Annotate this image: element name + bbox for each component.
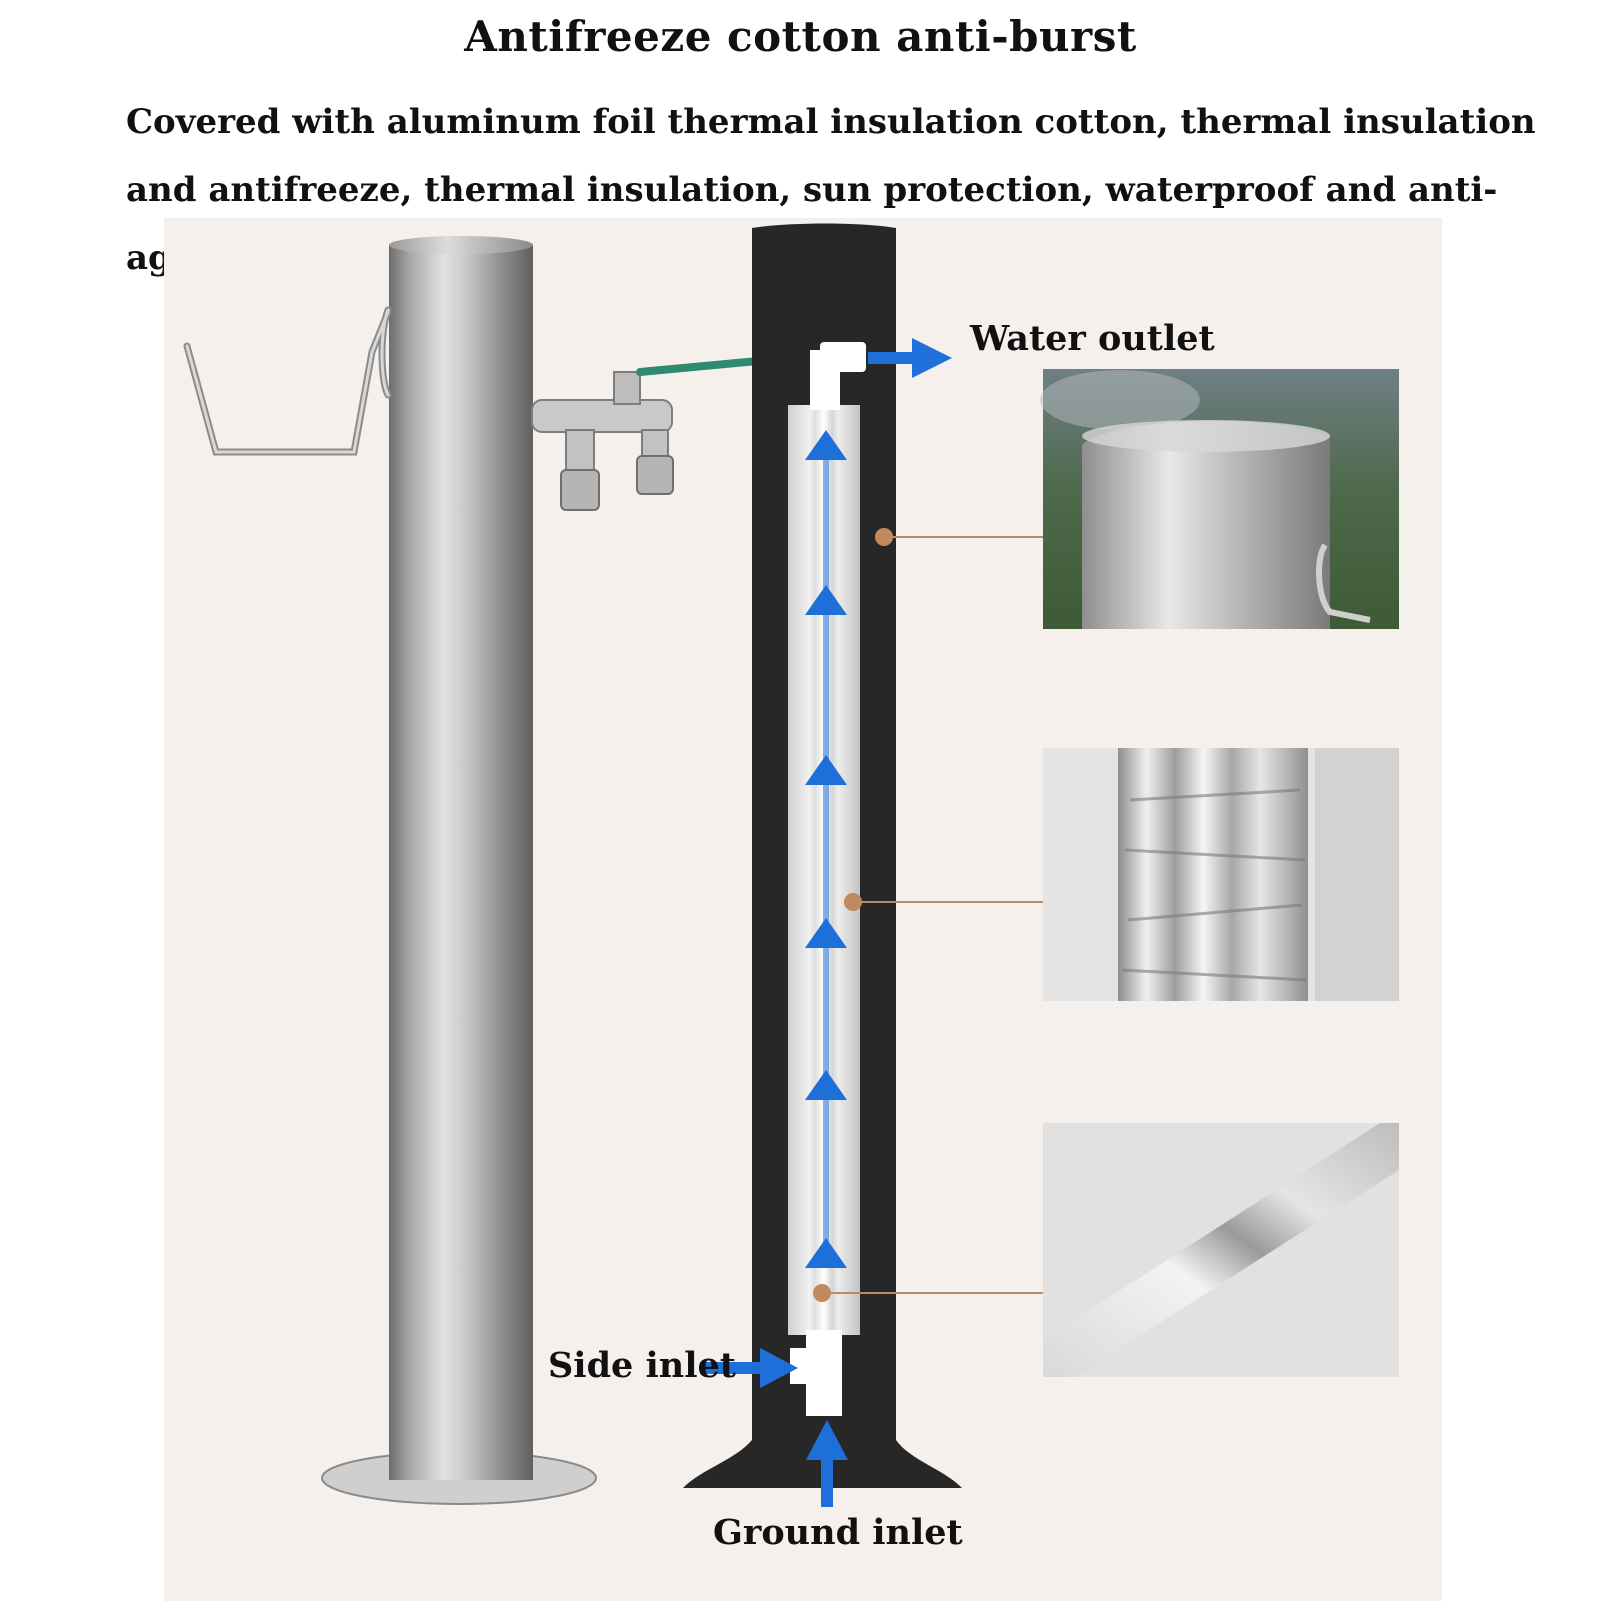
post-body	[389, 244, 533, 1480]
detail-image-foil-insulation	[1043, 748, 1399, 1001]
double-tap	[531, 356, 772, 511]
side-inlet-label: Side inlet	[548, 1345, 736, 1386]
flow-arrows	[700, 338, 952, 1507]
callout-lines	[813, 528, 1043, 1302]
detail-image-steel-shell	[1040, 369, 1399, 629]
ground-inlet-label: Ground inlet	[713, 1512, 963, 1553]
water-outlet-label: Water outlet	[970, 318, 1215, 359]
page-title: Antifreeze cotton anti-burst	[464, 12, 1137, 61]
detail-image-inner-pipe	[1043, 1123, 1399, 1377]
steel-water-post	[183, 236, 772, 1505]
